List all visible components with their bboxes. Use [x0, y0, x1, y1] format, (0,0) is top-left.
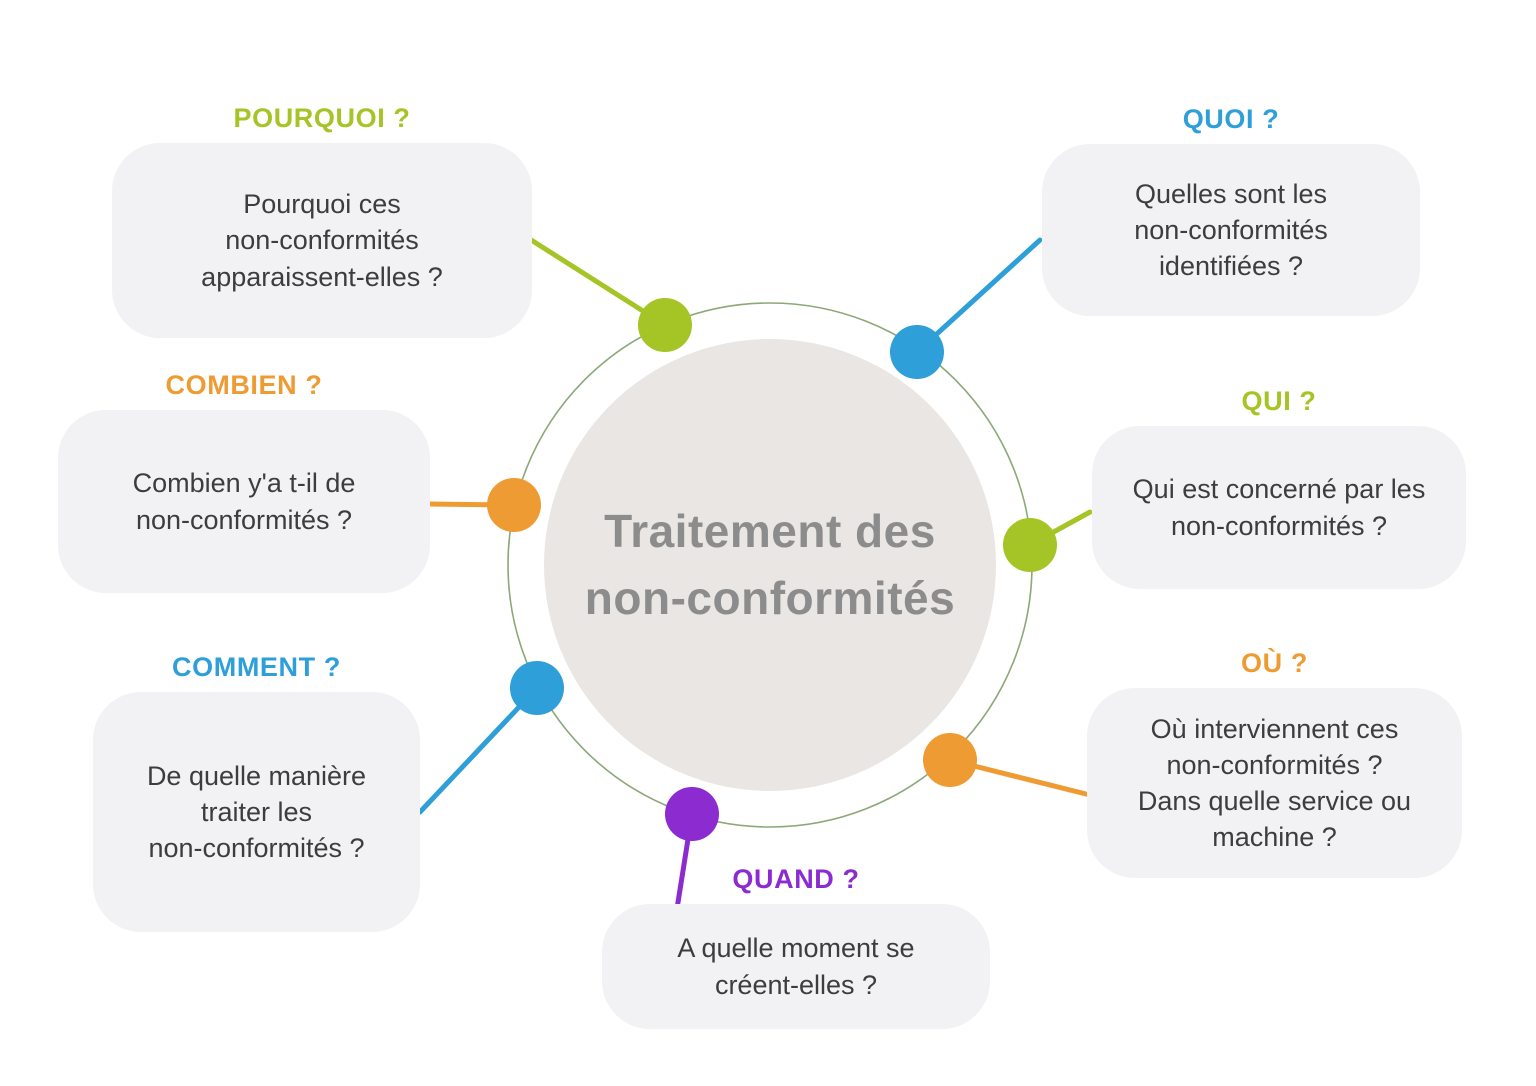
connector-line-pourquoi — [525, 235, 668, 328]
node-dot-ou — [923, 733, 977, 787]
node-dot-comment — [510, 661, 564, 715]
node-dot-quoi — [890, 325, 944, 379]
node-dot-combien — [487, 478, 541, 532]
card-bubble-qui: Qui est concerné par les non-conformités… — [1092, 426, 1466, 589]
card-label-pourquoi: POURQUOI ? — [233, 103, 411, 133]
card-label-quand: QUAND ? — [732, 864, 860, 894]
card-bubble-quoi: Quelles sont les non-conformités identif… — [1042, 144, 1420, 316]
card-bubble-ou: Où interviennent ces non-conformités ? D… — [1087, 688, 1462, 878]
central-topic-title: Traitement des non-conformités — [584, 505, 956, 624]
connector-line-comment — [417, 685, 540, 815]
central-topic-circle: Traitement des non-conformités — [544, 339, 996, 791]
card-bubble-quand: A quelle moment se créent-elles ? — [602, 904, 990, 1029]
card-quoi: QUOI ? Quelles sont les non-conformités … — [1042, 104, 1420, 316]
card-bubble-combien: Combien y'a t-il de non-conformités ? — [58, 410, 430, 593]
card-combien: COMBIEN ? Combien y'a t-il de non-confor… — [58, 370, 430, 593]
card-bubble-comment: De quelle manière traiter les non-confor… — [93, 692, 420, 932]
node-dot-qui — [1003, 518, 1057, 572]
card-bubble-pourquoi: Pourquoi ces non-conformités apparaissen… — [112, 143, 532, 338]
card-label-qui: QUI ? — [1241, 386, 1317, 416]
card-label-comment: COMMENT ? — [172, 652, 341, 682]
node-dot-quand — [665, 787, 719, 841]
connector-line-quoi — [914, 237, 1043, 355]
node-dot-pourquoi — [638, 298, 692, 352]
card-qui: QUI ? Qui est concerné par les non-confo… — [1092, 386, 1466, 589]
card-label-combien: COMBIEN ? — [165, 370, 323, 400]
card-pourquoi: POURQUOI ? Pourquoi ces non-conformités … — [112, 103, 532, 338]
card-label-quoi: QUOI ? — [1182, 104, 1280, 134]
card-comment: COMMENT ? De quelle manière traiter les … — [93, 652, 420, 932]
card-ou: OÙ ? Où interviennent ces non-conformité… — [1087, 648, 1462, 878]
card-quand: QUAND ? A quelle moment se créent-elles … — [602, 864, 990, 1029]
card-label-ou: OÙ ? — [1241, 648, 1308, 678]
